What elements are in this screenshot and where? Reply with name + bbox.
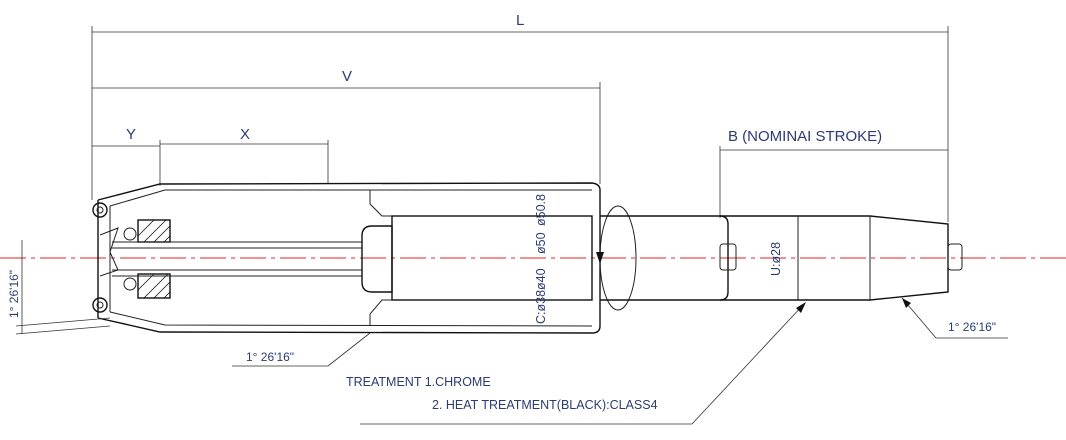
end-cap (92, 200, 119, 318)
angle-right-label: 1° 26'16" (948, 320, 996, 334)
angle-left-label: 1° 26'16" (7, 270, 21, 318)
lower-roller-icon (92, 297, 108, 313)
stroke-body: U:ø28 (720, 215, 963, 301)
dia-50-label: ø50 (534, 232, 548, 254)
angle-bottom: 1° 26'16" (232, 332, 371, 367)
dia-40-label: ø40 (534, 268, 548, 290)
rotation-arrow-icon (596, 205, 637, 311)
seal-assembly (123, 219, 171, 299)
dim-X-label: X (240, 126, 250, 143)
dim-Y-label: Y (126, 126, 136, 143)
dimension-B: B (NOMINAI STROKE) (719, 128, 948, 218)
dimension-L: L (91, 12, 949, 222)
angle-right: 1° 26'16" (901, 297, 1008, 339)
diameter-labels: C:ø38 ø40 ø50 ø50.8 (534, 194, 548, 324)
dia-50-8-label: ø50.8 (534, 194, 548, 226)
dim-L-label: L (516, 12, 524, 29)
dia-c38-label: C:ø38 (534, 290, 548, 324)
dimension-X: X (160, 126, 329, 184)
upper-roller-icon (92, 202, 108, 218)
angle-bottom-label: 1° 26'16" (246, 350, 294, 364)
treatment-leader (360, 302, 806, 425)
piston-head (361, 215, 593, 301)
dim-V-label: V (342, 68, 352, 85)
dim-B-label: B (NOMINAI STROKE) (728, 128, 882, 145)
angle-left: 1° 26'16" (7, 240, 111, 335)
dimension-V: V (92, 68, 601, 184)
inner-rod (112, 241, 362, 277)
dia-u28-label: U:ø28 (769, 242, 783, 276)
treatment-note-2: 2. HEAT TREATMENT(BLACK):CLASS4 (432, 398, 658, 412)
treatment-note-1: TREATMENT 1.CHROME (346, 375, 491, 389)
dimension-Y: Y (92, 126, 161, 186)
